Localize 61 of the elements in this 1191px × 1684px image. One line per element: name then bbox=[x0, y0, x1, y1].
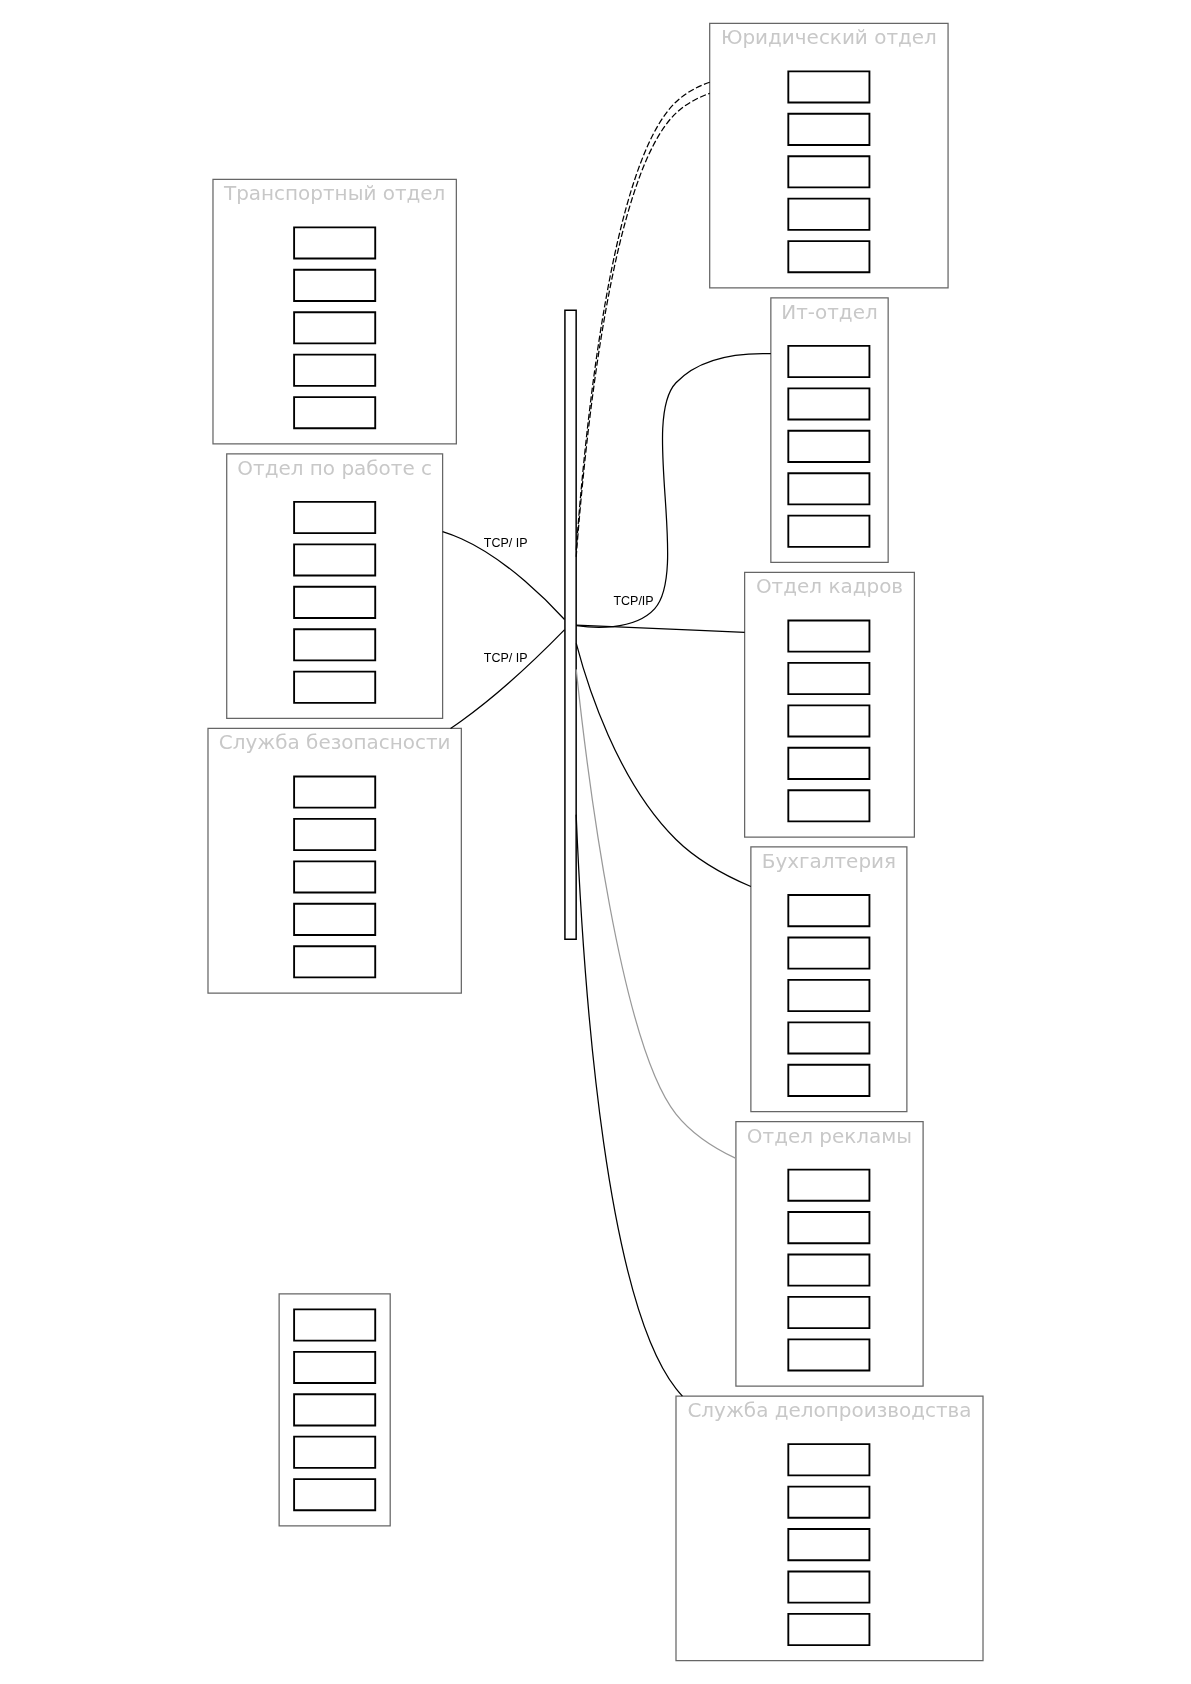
node-box bbox=[293, 1435, 377, 1469]
node-box bbox=[787, 112, 871, 146]
connector bbox=[575, 624, 746, 634]
node-box bbox=[787, 1063, 871, 1097]
node-box bbox=[787, 472, 871, 506]
node-box bbox=[787, 1528, 871, 1562]
node-box bbox=[787, 1485, 871, 1519]
node-box bbox=[787, 1253, 871, 1287]
node-box bbox=[787, 936, 871, 970]
connector bbox=[575, 814, 684, 1397]
node-box bbox=[293, 670, 377, 704]
node-box bbox=[787, 789, 871, 823]
node-box bbox=[787, 429, 871, 463]
node-box bbox=[293, 902, 377, 936]
connector bbox=[575, 642, 752, 888]
node-box bbox=[293, 817, 377, 852]
node-box bbox=[787, 619, 871, 653]
node-box bbox=[293, 311, 377, 345]
node-box bbox=[787, 1168, 871, 1202]
node-box bbox=[293, 396, 377, 430]
node-box bbox=[787, 1211, 871, 1245]
node-box bbox=[787, 1443, 871, 1477]
node-box bbox=[787, 514, 871, 548]
node-box bbox=[787, 894, 871, 928]
node-box bbox=[293, 501, 377, 535]
node-box bbox=[293, 945, 377, 979]
node-box bbox=[293, 1350, 377, 1384]
node-box bbox=[787, 1338, 871, 1372]
node-box bbox=[787, 387, 871, 421]
node-box bbox=[787, 70, 871, 104]
connector bbox=[442, 531, 566, 621]
node-box bbox=[787, 155, 871, 189]
node-box bbox=[293, 353, 377, 387]
node-box bbox=[787, 661, 871, 696]
node-box bbox=[293, 1308, 377, 1342]
node-box bbox=[787, 1021, 871, 1055]
node-box bbox=[293, 1478, 377, 1512]
node-box bbox=[293, 860, 377, 894]
edge-label: TCP/ IP bbox=[483, 536, 528, 551]
node-box bbox=[293, 775, 377, 809]
connector bbox=[575, 668, 737, 1160]
node-box bbox=[293, 585, 377, 619]
node-box bbox=[787, 1295, 871, 1330]
node-box bbox=[787, 1570, 871, 1604]
node-bar bbox=[564, 309, 577, 941]
edge-label: TCP/IP bbox=[613, 593, 654, 608]
node-box bbox=[293, 628, 377, 662]
node-box bbox=[787, 197, 871, 231]
node-box bbox=[787, 1612, 871, 1647]
node-box bbox=[787, 978, 871, 1013]
edge-label: TCP/ IP bbox=[483, 651, 528, 666]
node-box bbox=[787, 344, 871, 379]
connector bbox=[449, 629, 566, 730]
node-box bbox=[293, 268, 377, 302]
node-box bbox=[293, 226, 377, 260]
node-box bbox=[787, 240, 871, 274]
node-box bbox=[787, 746, 871, 780]
node-box bbox=[787, 704, 871, 738]
cluster bbox=[278, 1293, 391, 1527]
node-box bbox=[293, 1393, 377, 1427]
node-box bbox=[293, 543, 377, 577]
